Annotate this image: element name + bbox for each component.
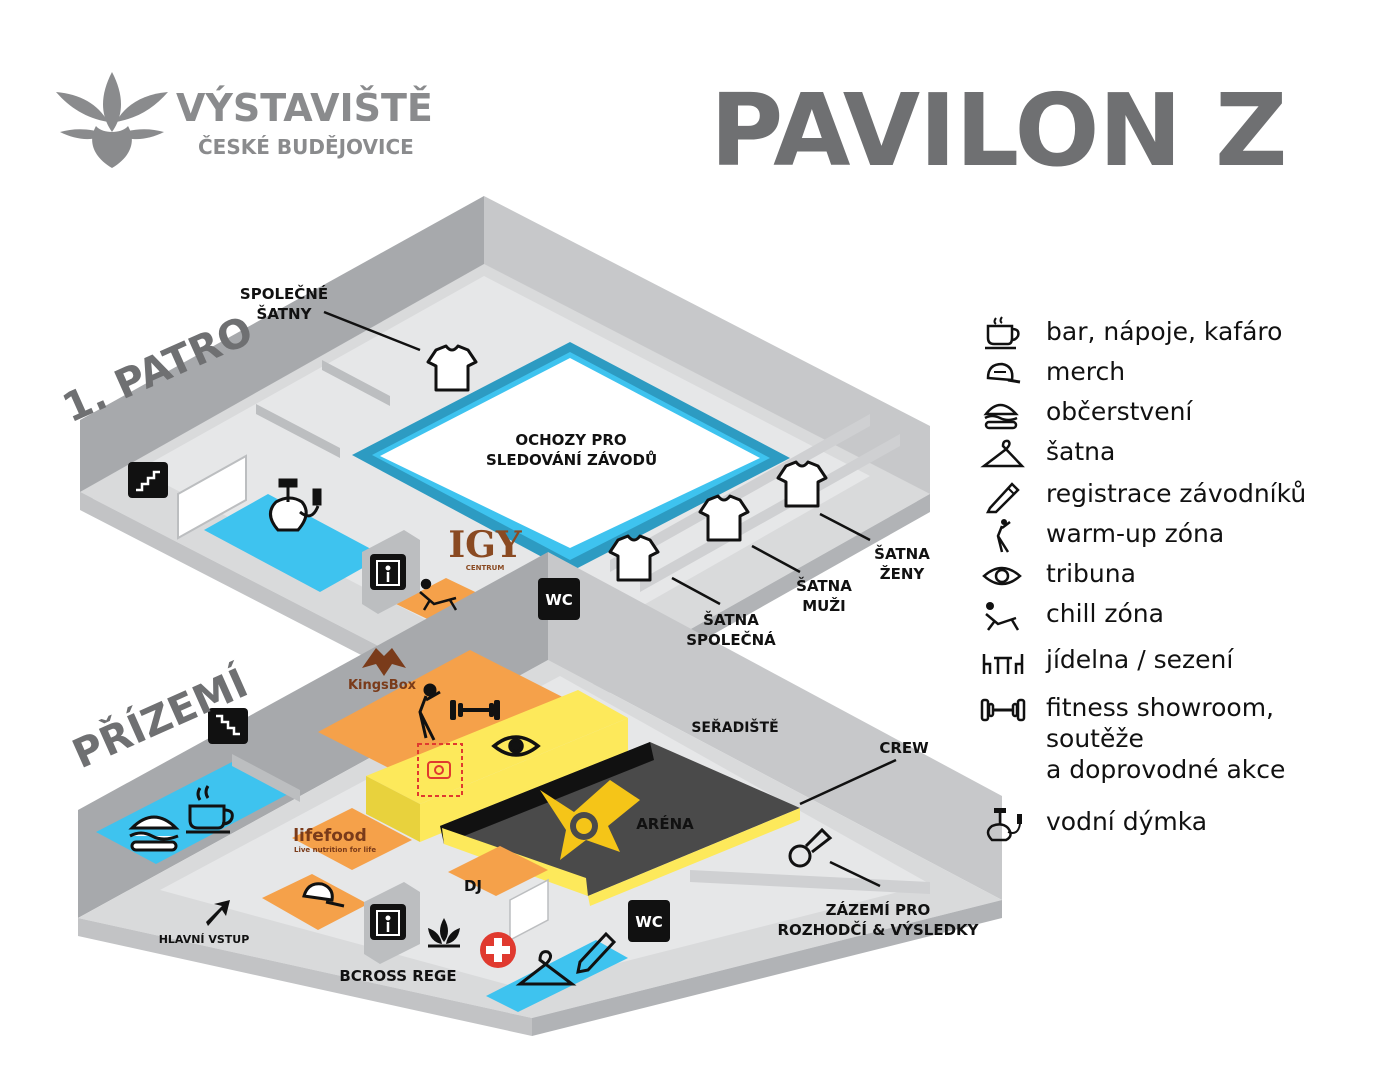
hanger-icon <box>515 950 577 986</box>
wc-ground-label: WC <box>635 913 663 931</box>
brand-lifefood-sub: Live nutrition for life <box>294 846 377 854</box>
hookah-icon <box>269 478 322 532</box>
label-bcross: BCROSS REGE <box>339 967 457 985</box>
brand-kingsbox: KingsBox <box>347 678 417 693</box>
logo-city: ČESKÉ BUDĚJOVICE <box>198 135 414 159</box>
coffee-cup-icon <box>186 785 234 834</box>
label-arena: ARÉNA <box>636 815 694 833</box>
legend-label: vodní dýmka <box>1046 807 1208 836</box>
legend-label: jídelna / sezení <box>1046 645 1234 674</box>
label-seradiste: SEŘADIŠTĚ <box>691 720 779 736</box>
brand-lifefood: lifefood <box>293 826 367 846</box>
brand-igy-sub: CENTRUM <box>465 564 505 572</box>
stairs-icon <box>128 462 168 498</box>
legend-label: občerstvení <box>1046 397 1193 426</box>
label-hlavni-vstup: HLAVNÍ VSTUP <box>158 933 250 946</box>
arena-logo <box>540 780 640 860</box>
first-aid-icon <box>480 932 516 968</box>
hookah-icon <box>986 808 1022 842</box>
stairs-icon <box>208 708 248 744</box>
coffee-cup-icon <box>985 316 1020 350</box>
tshirt-icon <box>776 460 828 508</box>
eye-icon <box>491 735 541 757</box>
cap-icon <box>986 362 1021 384</box>
wc-icon <box>628 900 670 942</box>
hanger-icon <box>980 439 1025 468</box>
brand-igy: IGY <box>448 524 522 566</box>
cap-icon <box>302 882 345 908</box>
elevator-icon <box>370 554 406 590</box>
lounger-icon <box>985 602 1020 631</box>
logo-name: VÝSTAVIŠTĚ <box>176 86 433 130</box>
ground-floor <box>78 552 1002 1036</box>
page-title: PAVILON Z <box>710 72 1287 189</box>
legend-label: bar, nápoje, kafáro <box>1046 317 1283 346</box>
warmup-figure-icon <box>996 519 1011 553</box>
legend-label: šatna <box>1046 437 1116 466</box>
pencil-icon <box>985 482 1020 514</box>
lotus-icon <box>428 918 460 948</box>
legend-label: merch <box>1046 357 1126 386</box>
dining-table-icon <box>982 654 1024 674</box>
elevator-icon <box>370 904 406 940</box>
kingsbox-logo <box>362 648 406 676</box>
wc-icon <box>538 578 580 620</box>
label-dj: DJ <box>463 877 483 895</box>
tshirt-icon <box>698 494 750 542</box>
legend-label: registrace závodníků <box>1046 479 1307 508</box>
wc-upper-label: WC <box>545 591 573 609</box>
camera-icon <box>417 743 463 797</box>
pencil-icon <box>576 931 617 974</box>
label-crew: CREW <box>879 739 929 757</box>
entrance-arrow-icon <box>206 900 230 926</box>
eye-icon <box>982 566 1022 586</box>
legend-label: warm-up zóna <box>1046 519 1225 548</box>
tshirt-icon <box>608 534 660 582</box>
logo-emblem <box>56 72 168 168</box>
legend-label: fitness showroom, soutěže a doprovodné a… <box>1046 693 1286 784</box>
lounger-icon <box>419 578 458 611</box>
pointer-lines <box>323 310 897 888</box>
burger-icon <box>983 403 1019 430</box>
dumbbell-icon <box>450 700 500 720</box>
whistle-icon <box>788 827 833 868</box>
burger-icon <box>128 815 180 852</box>
warmup-figure-icon <box>418 683 441 741</box>
dumbbell-icon <box>980 698 1026 722</box>
legend-label: tribuna <box>1046 559 1136 588</box>
legend-label: chill zóna <box>1046 599 1164 628</box>
tshirt-icon <box>426 344 478 392</box>
